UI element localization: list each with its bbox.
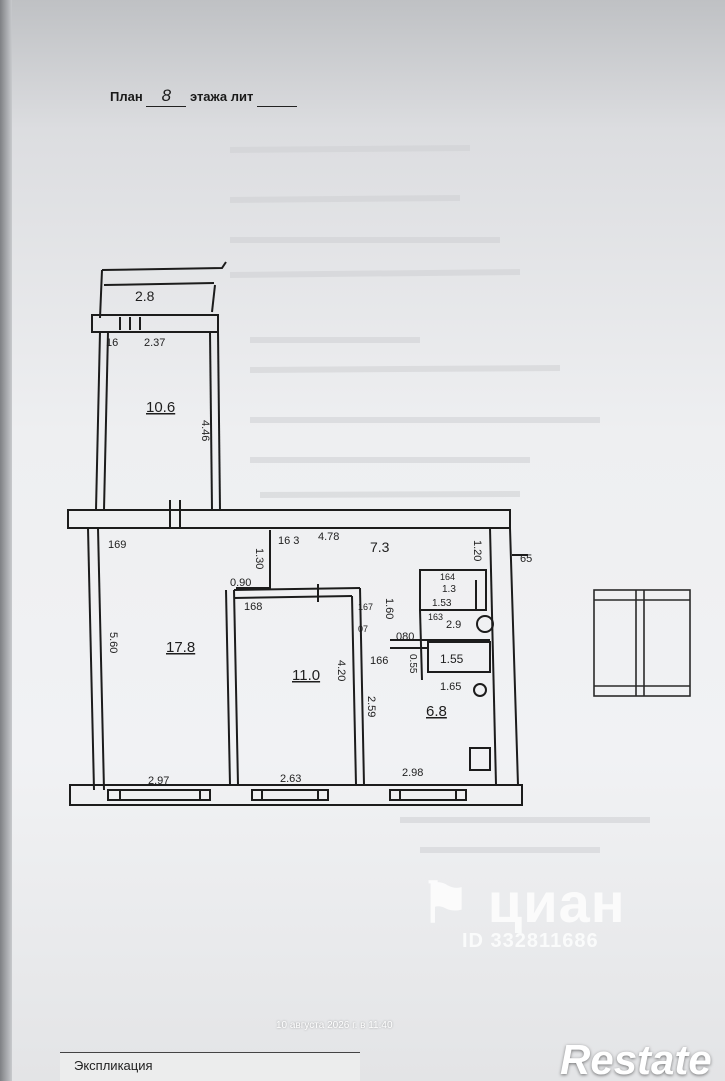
dim-label: 166 bbox=[370, 655, 388, 667]
dim-label: 1.53 bbox=[432, 598, 452, 609]
dim-label: 1.60 bbox=[383, 598, 395, 619]
dim-label: 1.65 bbox=[440, 681, 461, 693]
dim-label: 4.78 bbox=[318, 531, 339, 543]
room-area-corridor: 7.3 bbox=[370, 539, 390, 555]
dim-label: 080 bbox=[396, 631, 414, 643]
room-area-wc: 1.3 bbox=[442, 584, 456, 595]
dim-label: 1.30 bbox=[253, 548, 265, 569]
plan-title: План 8 этажа лит bbox=[110, 86, 298, 107]
cian-watermark: ⚑ циан ID 332811686 bbox=[420, 870, 626, 953]
room-area-small: 10.6 bbox=[146, 399, 175, 416]
room-area-kitchen: 6.8 bbox=[426, 703, 447, 720]
dim-label: 65 bbox=[520, 553, 532, 565]
dim-label: 2.98 bbox=[402, 767, 423, 779]
walls bbox=[67, 261, 528, 806]
explication-sheet: Экспликация bbox=[60, 1052, 360, 1081]
listing-id: ID 332811686 bbox=[462, 930, 599, 952]
room-area-closet: 2.9 bbox=[446, 619, 461, 631]
dim-label: 07 bbox=[358, 624, 368, 634]
cian-logo: ⚑ циан bbox=[420, 871, 626, 934]
dim-label: 167 bbox=[358, 602, 373, 612]
dim-label: 2.59 bbox=[365, 696, 377, 717]
room-area-middle: 11.0 bbox=[292, 667, 320, 684]
room-area-bath: 1.55 bbox=[440, 652, 464, 666]
explication-label: Экспликация bbox=[74, 1058, 153, 1073]
plan-title-suffix: этажа лит bbox=[189, 89, 254, 104]
dim-label: 4.20 bbox=[335, 660, 347, 681]
dim-label: 4.46 bbox=[199, 420, 211, 441]
paper-edge-shadow bbox=[0, 0, 12, 1081]
dim-label: 0.55 bbox=[407, 654, 418, 674]
dim-label: 16 3 bbox=[278, 535, 299, 547]
photo-timestamp: 10 августа 2026 г. в 11:40 bbox=[276, 1020, 393, 1031]
dim-label: 2.63 bbox=[280, 773, 301, 785]
plan-title-prefix: План bbox=[110, 89, 143, 104]
dim-label: 1.20 bbox=[471, 540, 483, 561]
restate-logo: Restate bbox=[560, 1036, 712, 1081]
dim-label: 0.90 bbox=[230, 577, 251, 589]
stair-diagram bbox=[593, 589, 691, 697]
dim-label: 5.60 bbox=[107, 632, 119, 653]
dim-label: 2.37 bbox=[144, 337, 165, 349]
floor-number: 8 bbox=[146, 86, 187, 107]
show-through-text bbox=[229, 145, 650, 853]
room-area-large: 17.8 bbox=[166, 639, 195, 656]
dim-label: 164 bbox=[440, 572, 455, 582]
dim-label: 169 bbox=[108, 539, 126, 551]
dim-label: 168 bbox=[244, 601, 262, 613]
dim-label: 163 bbox=[428, 612, 443, 622]
room-area-balcony: 2.8 bbox=[135, 288, 155, 304]
dim-label: 2.97 bbox=[148, 775, 169, 787]
dim-label: 16 bbox=[106, 337, 118, 349]
